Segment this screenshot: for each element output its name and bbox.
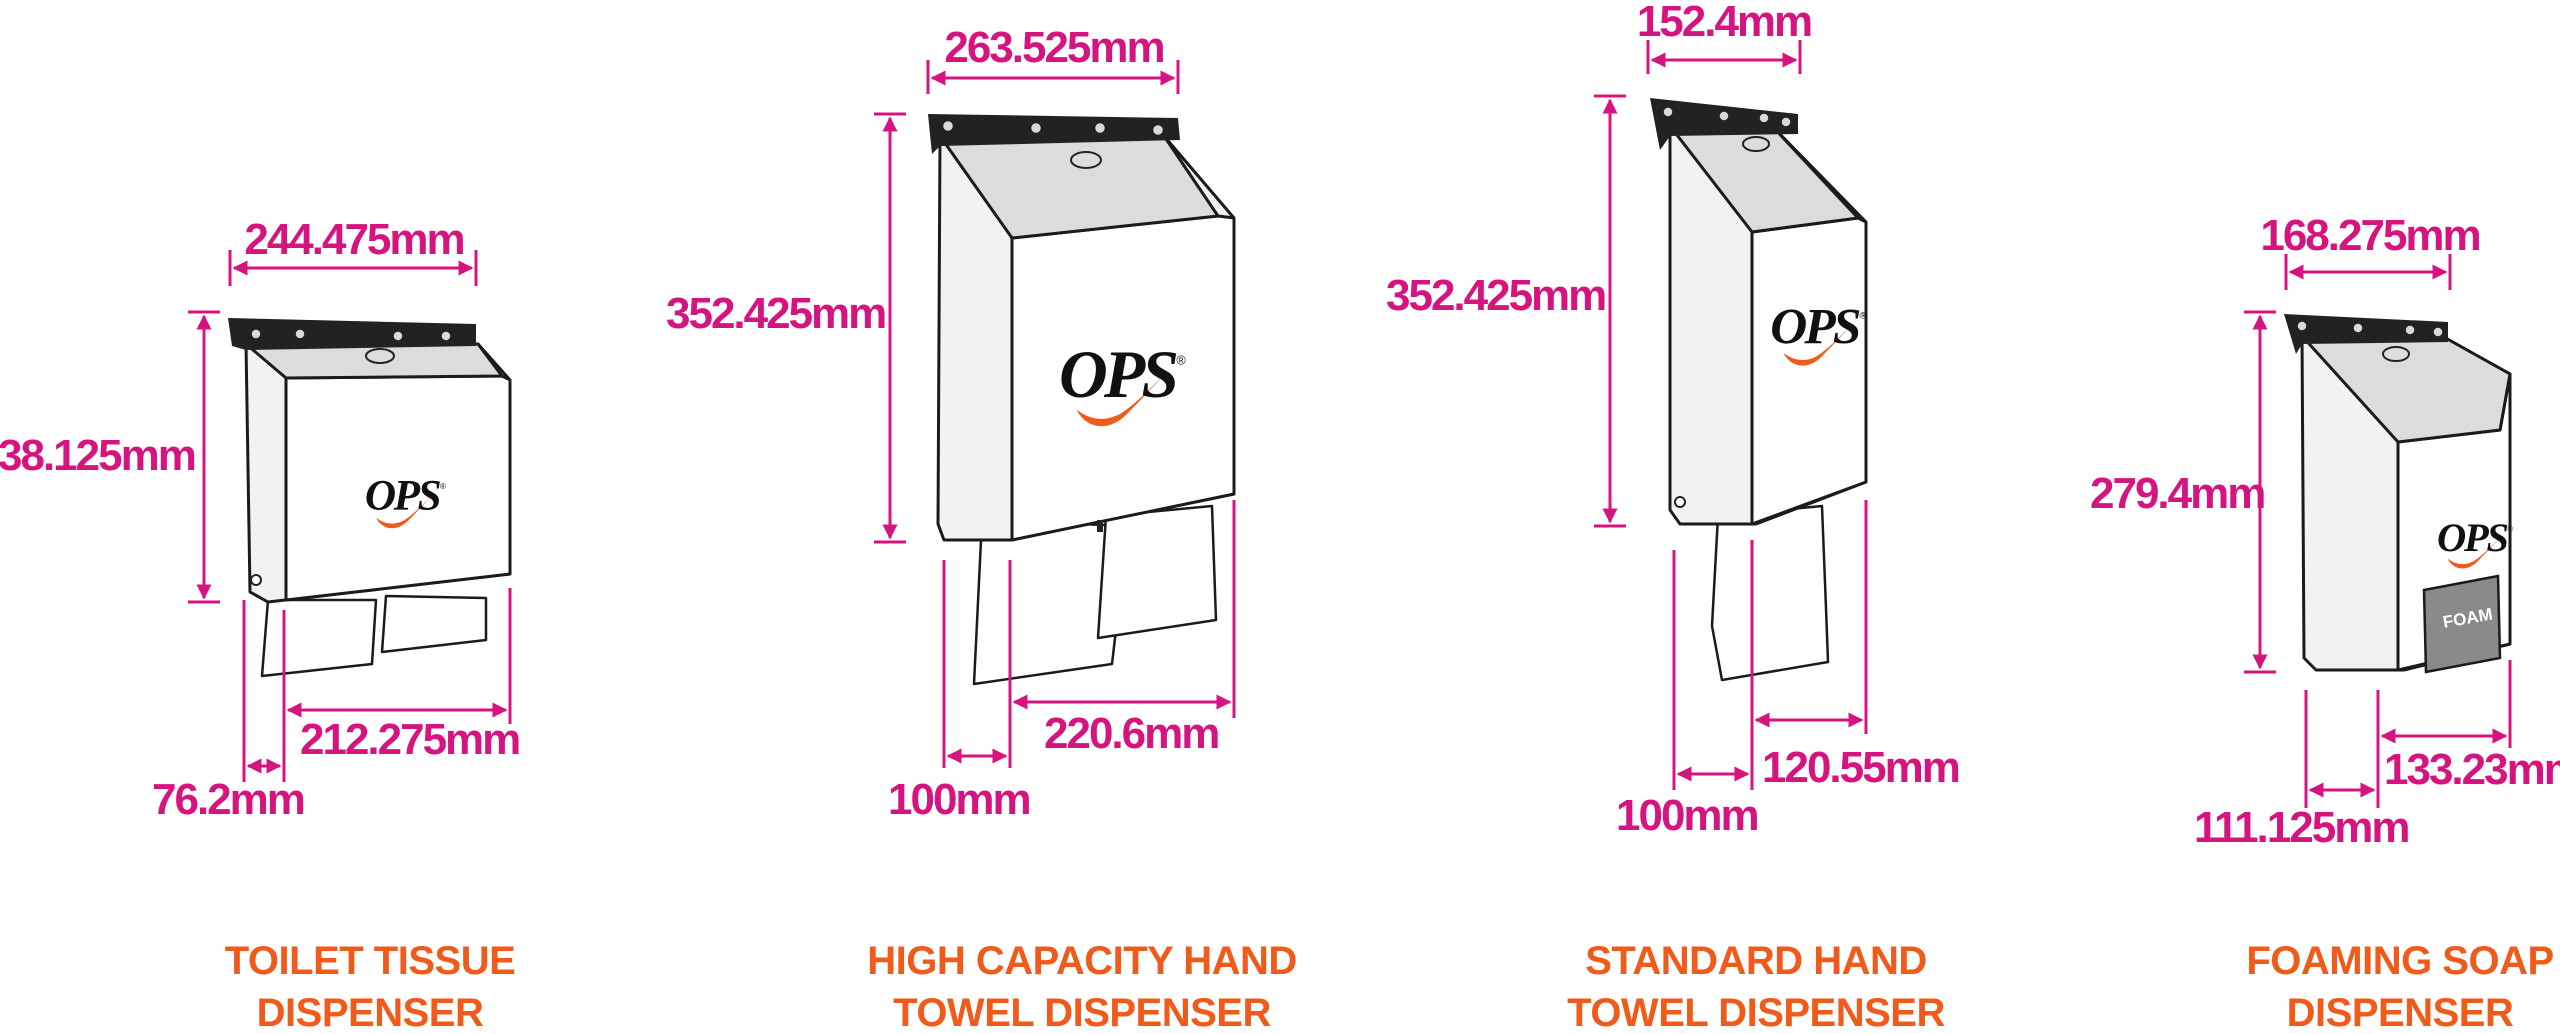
dim-depth: 111.125mm (2194, 803, 2408, 852)
dim-body-width: 120.55mm (1762, 743, 1959, 792)
dim-height: 352.425mm (666, 289, 885, 338)
product-foaming-soap-dispenser: FOAM 168.275mm 279.4mm 111.125mm 133.23m… (2090, 211, 2560, 1034)
toilet-tissue-illustration (228, 318, 512, 678)
dim-top-width: 168.275mm (2260, 211, 2479, 260)
product-title-line2: DISPENSER (2287, 991, 2514, 1034)
product-title-line1: TOILET TISSUE (225, 939, 516, 983)
foam-pump-button (2422, 574, 2502, 674)
dim-depth: 100mm (1616, 791, 1758, 840)
dim-height: 352.425mm (1386, 271, 1605, 320)
product-high-capacity-towel-dispenser: 263.525mm 352.425mm 100mm 220.6mm HIGH C… (666, 23, 1297, 1034)
dim-top-width: 152.4mm (1637, 0, 1811, 46)
dim-height: 279.4mm (2090, 469, 2264, 518)
product-title-line1: FOAMING SOAP (2246, 939, 2553, 983)
product-toilet-tissue-dispenser: 244.475mm 38.125mm 76.2mm 212.275mm TOIL… (0, 215, 521, 1034)
dim-body-width: 133.23mm (2384, 745, 2560, 794)
product-title-line1: HIGH CAPACITY HAND (867, 939, 1297, 983)
dim-top-width: 263.525mm (944, 23, 1163, 72)
standard-towel-illustration (1650, 98, 1868, 682)
dim-height: 38.125mm (0, 431, 195, 480)
product-title-line2: TOWEL DISPENSER (1567, 991, 1945, 1034)
dim-depth: 100mm (888, 775, 1030, 824)
product-title-line2: TOWEL DISPENSER (893, 991, 1271, 1034)
dim-top-width: 244.475mm (244, 215, 463, 264)
dim-body-width: 220.6mm (1044, 709, 1218, 758)
product-title-line2: DISPENSER (257, 991, 484, 1034)
product-title-line1: STANDARD HAND (1585, 939, 1927, 983)
high-capacity-towel-illustration (928, 114, 1236, 686)
foaming-soap-illustration: FOAM (2284, 314, 2514, 674)
dim-depth: 76.2mm (152, 775, 304, 824)
product-standard-towel-dispenser: 152.4mm 352.425mm 100mm 120.55mm STANDAR… (1386, 0, 1961, 1034)
dim-body-width: 212.275mm (300, 715, 519, 764)
